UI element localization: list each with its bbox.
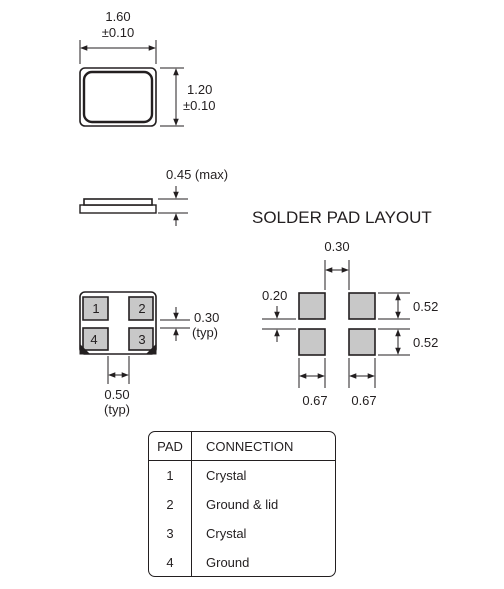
table-cell-connection: Crystal bbox=[206, 468, 247, 483]
bottom-gap-h-value: 0.50 bbox=[104, 387, 129, 402]
table-row: 1 Crystal bbox=[149, 460, 335, 490]
table-header-pad: PAD bbox=[149, 432, 192, 461]
solder-pad-w-left-value: 0.67 bbox=[302, 393, 327, 408]
pad-connection-grid: PAD CONNECTION 1 Crystal 2 Ground & lid … bbox=[149, 432, 335, 576]
side-view-lid bbox=[83, 198, 153, 206]
table-row: 4 Ground bbox=[149, 548, 335, 576]
solder-pad-bottom-left bbox=[298, 328, 326, 356]
solder-pad-w-right-value: 0.67 bbox=[351, 393, 376, 408]
bottom-pad-1 bbox=[82, 296, 109, 321]
side-view-base bbox=[79, 204, 157, 214]
top-view-width-value: 1.60 bbox=[105, 9, 130, 24]
table-cell-pad: 3 bbox=[149, 519, 192, 548]
solder-gap-h-value: 0.30 bbox=[324, 239, 349, 254]
table-header-row: PAD CONNECTION bbox=[149, 432, 335, 461]
bottom-gap-v-note: (typ) bbox=[192, 325, 218, 340]
bottom-gap-v-value: 0.30 bbox=[194, 310, 219, 325]
bottom-pad-4-corner bbox=[79, 344, 90, 355]
bottom-pad-2-label: 2 bbox=[138, 301, 145, 316]
table-cell-pad: 4 bbox=[149, 548, 192, 576]
top-view-height-tol: ±0.10 bbox=[183, 98, 215, 113]
bottom-pad-2 bbox=[128, 296, 154, 321]
solder-pad-top-right bbox=[348, 292, 376, 320]
table-row: 2 Ground & lid bbox=[149, 490, 335, 519]
table-cell-connection: Ground & lid bbox=[206, 497, 279, 512]
table-cell-connection: Crystal bbox=[206, 526, 247, 541]
table-cell-pad: 2 bbox=[149, 490, 192, 519]
table-cell-connection: Ground bbox=[206, 555, 250, 570]
side-view-thickness: 0.45 (max) bbox=[166, 167, 228, 182]
bottom-pad-3-label: 3 bbox=[138, 332, 145, 347]
bottom-pad-4-label: 4 bbox=[90, 332, 97, 347]
solder-pad-h-top-value: 0.52 bbox=[413, 299, 438, 314]
top-view-width-tol: ±0.10 bbox=[102, 25, 134, 40]
side-view: 0.45 (max) bbox=[79, 167, 228, 226]
table-row: 3 Crystal bbox=[149, 519, 335, 548]
top-view: 1.60 ±0.10 1.20 ±0.10 bbox=[79, 9, 215, 127]
table-header-connection: CONNECTION bbox=[206, 438, 294, 454]
pad-connection-table: PAD CONNECTION 1 Crystal 2 Ground & lid … bbox=[148, 431, 336, 577]
bottom-view: 1 2 3 4 0.30 (typ) 0.50 (typ) bbox=[79, 291, 219, 417]
bottom-gap-h-note: (typ) bbox=[104, 402, 130, 417]
solder-pad-layout: SOLDER PAD LAYOUT 0.30 0.20 0.52 0.52 0.… bbox=[252, 208, 438, 408]
top-view-height-value: 1.20 bbox=[187, 82, 212, 97]
solder-pad-h-bottom-value: 0.52 bbox=[413, 335, 438, 350]
bottom-pad-4 bbox=[82, 327, 109, 351]
solder-pad-bottom-right bbox=[348, 328, 376, 356]
bottom-pad-3 bbox=[128, 327, 154, 351]
top-view-lid bbox=[82, 70, 154, 124]
table-cell-pad: 1 bbox=[149, 460, 192, 490]
bottom-pad-3-corner bbox=[146, 344, 157, 355]
solder-pad-title: SOLDER PAD LAYOUT bbox=[252, 208, 432, 227]
bottom-pad-1-label: 1 bbox=[92, 301, 99, 316]
solder-gap-v-value: 0.20 bbox=[262, 288, 287, 303]
solder-pad-top-left bbox=[298, 292, 326, 320]
